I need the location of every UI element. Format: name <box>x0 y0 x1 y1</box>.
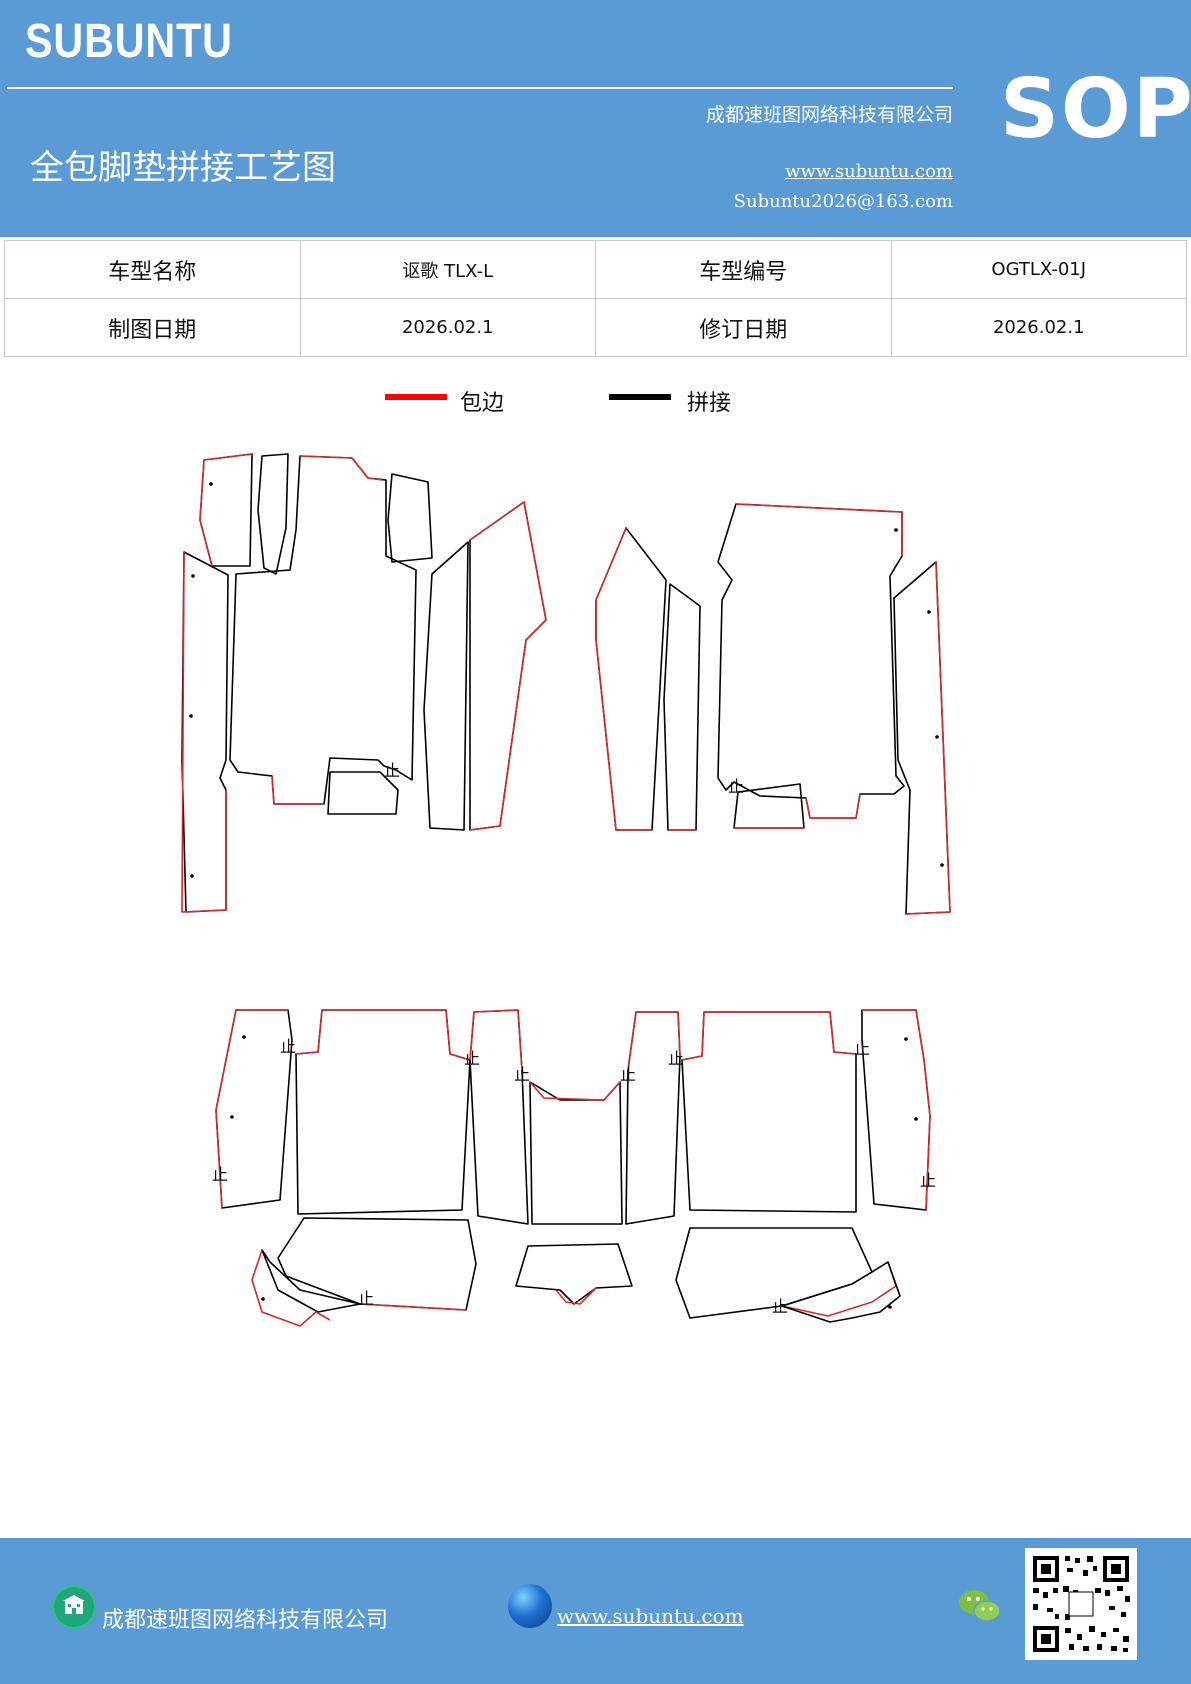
model-name-label: 车型名称 <box>4 240 301 299</box>
mat-piece <box>181 551 229 913</box>
wechat-icon[interactable] <box>957 1586 1003 1626</box>
mat-piece <box>735 503 903 556</box>
reference-dot <box>242 1035 246 1039</box>
stop-marker: 止 <box>280 1037 296 1056</box>
reference-dot <box>191 574 195 578</box>
reference-dot <box>189 714 193 718</box>
page-header: SUBUNTU 成都速班图网络科技有限公司 全包脚垫拼接工艺图 www.subu… <box>0 0 1191 237</box>
mat-piece <box>529 1081 621 1101</box>
page-footer: 成都速班图网络科技有限公司 www.subuntu.com <box>0 1538 1191 1684</box>
mat-piece <box>469 1009 529 1225</box>
header-email: Subuntu2026@163.com <box>733 191 953 212</box>
brand-logo: SUBUNTU <box>25 15 233 68</box>
legend-edge-swatch <box>385 394 447 400</box>
rear-mats: 止 止 止 止 止 止 止 止 止 止 <box>212 1009 936 1327</box>
mat-piece <box>681 1011 857 1061</box>
model-code-label: 车型编号 <box>595 240 892 299</box>
stop-marker: 止 <box>854 1039 870 1058</box>
stop-marker: 止 <box>358 1289 374 1308</box>
front-right-mats: 止 <box>595 503 951 915</box>
stop-marker: 止 <box>920 1171 936 1190</box>
vehicle-info-table: 车型名称 讴歌 TLX-L 车型编号 OGTLX-01J 制图日期 2026.0… <box>4 240 1187 357</box>
mat-piece <box>862 1009 931 1211</box>
revision-date-label: 修订日期 <box>595 298 892 357</box>
stop-marker: 止 <box>772 1297 788 1316</box>
footer-website-link[interactable]: www.subuntu.com <box>557 1604 744 1628</box>
stop-marker: 止 <box>212 1165 228 1184</box>
stop-marker: 止 <box>514 1065 530 1084</box>
mat-piece <box>805 793 861 819</box>
legend: 包边 拼接 <box>385 385 805 425</box>
header-divider <box>7 87 953 89</box>
header-website-link[interactable]: www.subuntu.com <box>785 161 953 182</box>
reference-dot <box>904 1037 908 1041</box>
mat-piece <box>359 1303 467 1311</box>
reference-dot <box>940 863 944 867</box>
mat-piece <box>663 583 701 831</box>
mat-piece <box>229 455 417 805</box>
footer-company: 成都速班图网络科技有限公司 <box>102 1608 389 1633</box>
mat-piece <box>469 1009 523 1071</box>
stop-marker: 止 <box>620 1065 636 1084</box>
mat-piece <box>469 501 547 831</box>
mat-piece <box>515 1243 633 1305</box>
reference-dot <box>914 1117 918 1121</box>
globe-icon <box>508 1584 552 1628</box>
document-title: 全包脚垫拼接工艺图 <box>30 148 336 188</box>
front-left-mats: 止 <box>181 453 547 913</box>
mat-piece <box>277 1217 477 1311</box>
mat-piece <box>893 561 951 915</box>
mat-piece <box>627 1011 681 1071</box>
mat-piece <box>905 561 951 915</box>
draw-date-value: 2026.02.1 <box>299 298 596 357</box>
stop-marker: 止 <box>728 777 744 796</box>
legend-join-swatch <box>609 394 671 400</box>
mat-piece <box>595 527 652 831</box>
mat-piece <box>387 473 433 563</box>
building-icon <box>52 1585 96 1629</box>
mat-piece <box>215 1009 288 1209</box>
mat-piece <box>295 1009 471 1215</box>
mat-piece <box>625 1011 681 1225</box>
draw-date-label: 制图日期 <box>4 298 301 357</box>
reference-dot <box>894 528 898 532</box>
stop-marker: 止 <box>464 1049 480 1068</box>
reference-dot <box>935 735 939 739</box>
mat-piece <box>681 1011 857 1213</box>
reference-dot <box>209 482 213 486</box>
reference-dot <box>190 874 194 878</box>
stop-marker: 止 <box>384 761 400 780</box>
reference-dot <box>888 1305 892 1309</box>
reference-dot <box>927 610 931 614</box>
header-company: 成都速班图网络科技有限公司 <box>705 104 953 126</box>
mat-piece <box>529 1081 623 1225</box>
stop-marker: 止 <box>668 1049 684 1068</box>
model-name-value: 讴歌 TLX-L <box>299 240 596 299</box>
mat-piece <box>781 1261 897 1317</box>
floor-mat-cutting-diagram: 止 止 <box>181 453 951 1327</box>
mat-piece <box>299 455 383 481</box>
mat-piece <box>469 501 547 831</box>
mat-piece <box>717 503 905 819</box>
mat-piece <box>555 1287 597 1305</box>
mat-piece <box>271 775 324 805</box>
reference-dot <box>261 1297 265 1301</box>
mat-piece <box>327 771 399 815</box>
mat-piece <box>257 453 289 575</box>
mat-piece <box>781 1261 901 1323</box>
sop-badge: SOP <box>1000 62 1191 157</box>
mat-piece <box>295 1009 471 1061</box>
mat-piece <box>733 783 805 829</box>
table-row: 制图日期 2026.02.1 修订日期 2026.02.1 <box>4 298 1187 357</box>
legend-join-label: 拼接 <box>687 391 732 416</box>
qr-code-icon <box>1025 1548 1137 1660</box>
mat-piece <box>251 1249 331 1327</box>
mat-piece <box>181 551 227 913</box>
reference-dot <box>230 1115 234 1119</box>
mat-piece <box>261 1249 361 1313</box>
mat-piece <box>423 541 469 831</box>
mat-piece <box>199 453 253 567</box>
legend-edge-label: 包边 <box>460 391 505 416</box>
revision-date-value: 2026.02.1 <box>890 298 1187 357</box>
